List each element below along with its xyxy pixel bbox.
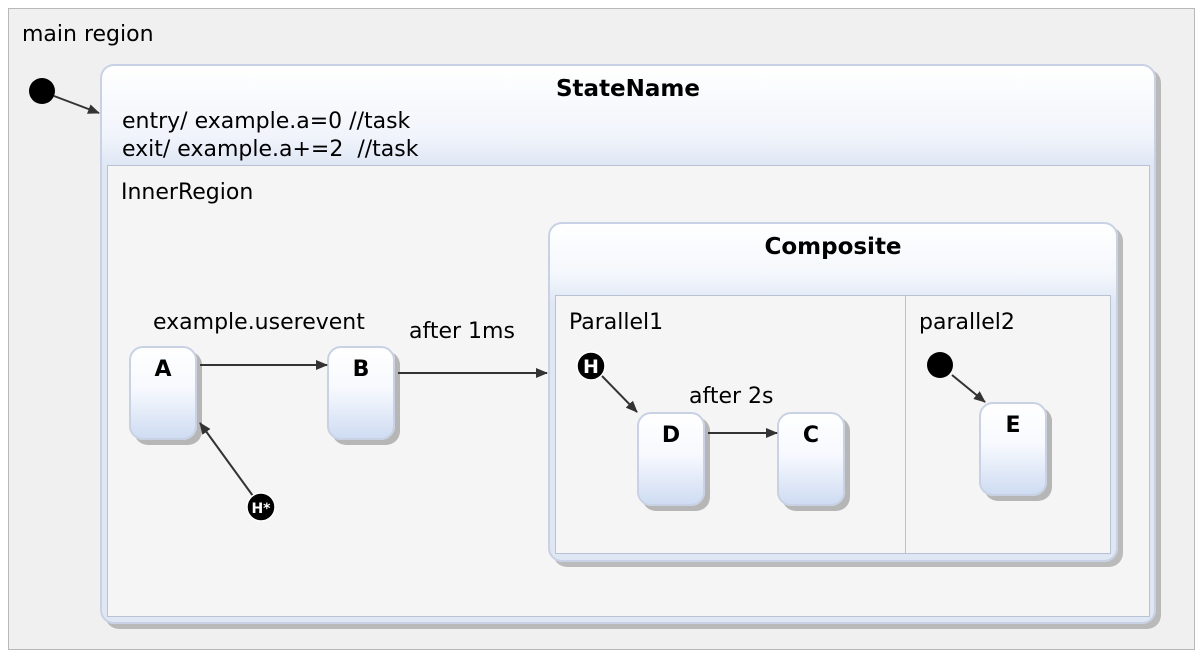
main-region-label: main region <box>22 22 154 47</box>
state-d[interactable]: D <box>637 412 705 506</box>
state-e[interactable]: E <box>979 402 1047 496</box>
transition-label-b-composite: after 1ms <box>409 319 515 344</box>
state-c-label: C <box>802 423 820 448</box>
parallel2-label: parallel2 <box>919 310 1015 335</box>
state-composite-title: Composite <box>764 234 902 260</box>
state-b-label: B <box>352 357 370 382</box>
transition-label-a-b: example.userevent <box>153 310 365 335</box>
state-statename-title: StateName <box>555 76 700 102</box>
state-e-label: E <box>1005 413 1021 438</box>
entry-action: entry/ example.a=0 //task <box>122 109 411 134</box>
exit-action: exit/ example.a+=2 //task <box>122 137 419 162</box>
state-c[interactable]: C <box>777 412 845 506</box>
parallel1-label: Parallel1 <box>569 310 664 335</box>
state-a[interactable]: A <box>129 346 197 440</box>
state-a-label: A <box>154 357 172 382</box>
state-d-label: D <box>661 423 681 448</box>
state-b[interactable]: B <box>327 346 395 440</box>
inner-region-label: InnerRegion <box>121 180 254 205</box>
transition-label-d-c: after 2s <box>689 384 774 409</box>
